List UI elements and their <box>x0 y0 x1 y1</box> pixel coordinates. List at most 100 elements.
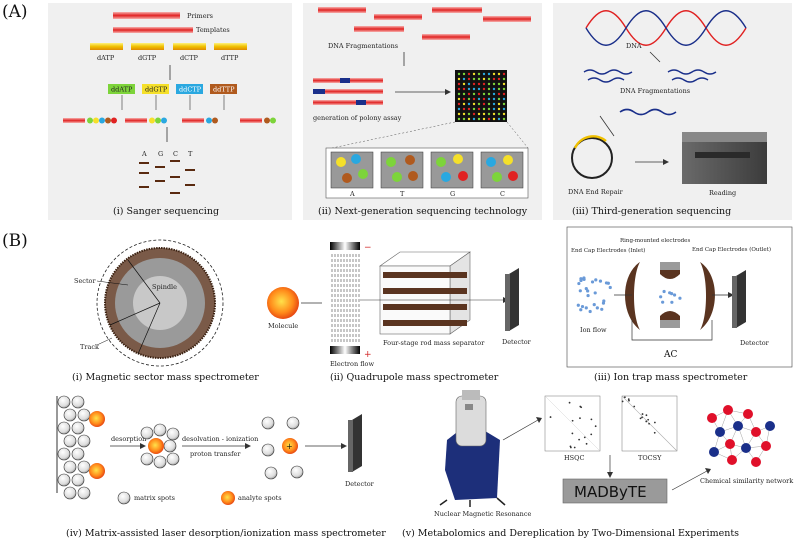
dntp-label-1: dGTP <box>138 54 157 62</box>
ion-particle <box>604 281 609 285</box>
matrix-spot <box>77 486 91 500</box>
array-spot <box>492 77 496 81</box>
array-spot <box>497 107 501 111</box>
ion-particle <box>584 306 588 310</box>
array-spot <box>502 107 506 111</box>
array-spot <box>462 87 466 91</box>
array-spot <box>472 72 476 76</box>
array-spot <box>457 92 461 96</box>
array-spot <box>467 72 471 76</box>
ion-particle <box>588 309 592 314</box>
panel-magnetic-sector: Sector Spindle Track (i) Magnetic sector… <box>72 239 259 383</box>
ion-detector-label: Detector <box>740 339 770 347</box>
magnetic-caption: (i) Magnetic sector mass spectrometer <box>72 372 259 383</box>
ion-particle <box>580 304 585 309</box>
array-spot <box>472 102 476 106</box>
ion-particle <box>678 296 682 300</box>
spectrum-peak <box>583 436 586 439</box>
array-spot <box>467 112 471 116</box>
array-spot <box>477 92 481 96</box>
third-caption: (iii) Third-generation sequencing <box>572 206 731 217</box>
array-spot <box>477 77 481 81</box>
spectrum-peak <box>648 422 651 425</box>
separator-label: Four-stage rod mass separator <box>383 339 485 347</box>
array-spot <box>502 102 506 106</box>
array-spot <box>457 102 461 106</box>
lane-label-1: G <box>158 150 163 158</box>
quadrupole-caption: (ii) Quadrupole mass spectrometer <box>330 372 499 383</box>
array-spot <box>502 82 506 86</box>
array-spot <box>492 97 496 101</box>
array-spot <box>477 82 481 86</box>
array-spot <box>492 92 496 96</box>
dntp-label-3: dTTP <box>221 54 239 62</box>
array-spot <box>497 112 501 116</box>
array-spot <box>467 82 471 86</box>
array-spot <box>492 87 496 91</box>
spectrum-peak <box>628 399 630 402</box>
spectrum-peak <box>568 401 571 404</box>
array-spot <box>502 87 506 91</box>
spectrum-peak <box>590 433 593 436</box>
array-spot <box>497 72 501 76</box>
spectrum-peak <box>549 416 552 418</box>
base-label-2: G <box>450 190 455 198</box>
spectrum-peak <box>585 442 588 445</box>
array-spot <box>497 77 501 81</box>
array-spot <box>472 92 476 96</box>
ion-particle <box>586 289 590 293</box>
spectrum-peak <box>639 417 642 420</box>
desolvation-label: desolvation - ionization <box>182 435 258 443</box>
spindle-label: Spindle <box>152 283 177 291</box>
array-spot <box>477 117 481 121</box>
quad-detector-label: Detector <box>502 338 532 346</box>
spectrum-peak <box>573 446 576 449</box>
array-spot <box>497 102 501 106</box>
spectrum-peak <box>645 414 648 417</box>
panel-ngs: DNA Fragmentations generation of polony … <box>303 3 542 220</box>
lane-label-3: T <box>188 150 193 158</box>
array-spot <box>492 112 496 116</box>
network-node <box>733 421 743 431</box>
array-spot <box>462 112 466 116</box>
spectrum-peak <box>623 396 626 399</box>
matrix-spot <box>63 486 77 500</box>
array-spot <box>497 117 501 121</box>
spectrum-peak <box>627 398 630 401</box>
dntp-label-0: dATP <box>97 54 115 62</box>
array-spot <box>467 97 471 101</box>
spectrum-peak <box>647 418 650 421</box>
nmr-instrument <box>439 390 506 507</box>
spectrum-peak <box>594 425 597 428</box>
network-node <box>751 427 761 437</box>
ion-particle <box>590 280 595 284</box>
array-spot <box>497 82 501 86</box>
fragmentation-label: DNA Fragmentations <box>328 42 398 50</box>
array-spot <box>492 72 496 76</box>
matrix-spot <box>57 447 71 461</box>
primers-label: Primers <box>187 12 213 20</box>
array-spot <box>477 97 481 101</box>
array-spot <box>462 117 466 121</box>
ion-particle <box>593 291 597 295</box>
primer-bar <box>113 12 180 19</box>
array-spot <box>477 107 481 111</box>
ion-particle <box>592 302 596 307</box>
matrix-spot <box>63 408 77 422</box>
maldi-detector-label: Detector <box>345 480 375 488</box>
matrix-spot <box>57 395 71 409</box>
ion-particle <box>602 299 606 303</box>
panel-sanger: Primers Templates dATP dGTP dCTP dTTP dd… <box>48 3 292 220</box>
analyte-spots-label: analyte spots <box>238 494 282 502</box>
ion-particle <box>659 295 663 299</box>
ddntp-label-2: ddCTP <box>179 86 202 94</box>
ion-particle <box>598 279 603 283</box>
array-spot <box>462 77 466 81</box>
spectrum-peak <box>653 421 656 424</box>
nmr-caption: (v) Metabolomics and Dereplication by Tw… <box>402 528 739 539</box>
panel-ion-trap: Ring-mounted electrodes End Cap Electrod… <box>566 226 793 383</box>
matrix-spot <box>140 426 154 440</box>
array-spot <box>482 117 486 121</box>
molecule-ball <box>267 287 299 319</box>
array-spot <box>502 97 506 101</box>
